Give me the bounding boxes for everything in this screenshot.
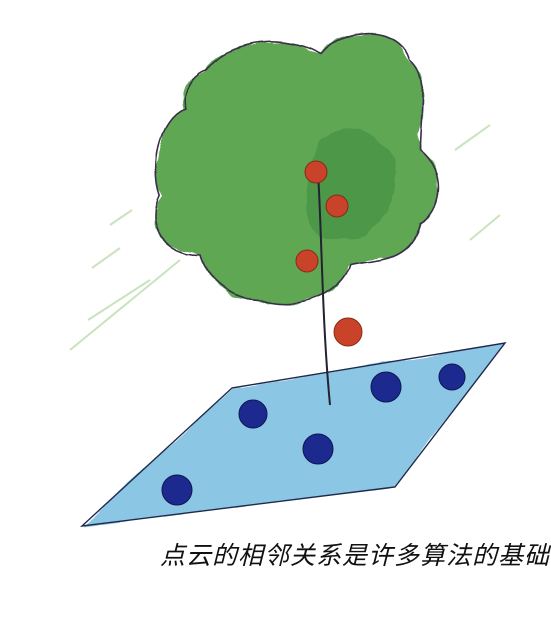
blue-point	[370, 371, 402, 403]
canopy-outline	[154, 32, 440, 305]
wind-strokes	[69, 124, 501, 351]
canopy-fill	[154, 33, 439, 304]
blue-points	[161, 363, 466, 506]
caption-text: 点云的相邻关系是许多算法的基础。	[160, 541, 551, 570]
blue-point	[438, 363, 466, 391]
blue-point	[302, 433, 334, 465]
canopy-shade	[304, 127, 396, 241]
red-point	[325, 194, 349, 218]
red-points	[295, 160, 363, 347]
tree-illustration	[154, 32, 440, 305]
red-point	[304, 160, 328, 184]
red-point	[295, 249, 319, 273]
plane-outline	[79, 342, 507, 527]
trunk-line	[317, 171, 331, 406]
red-point	[333, 317, 363, 347]
blue-point	[238, 399, 268, 429]
blue-point	[161, 474, 193, 506]
